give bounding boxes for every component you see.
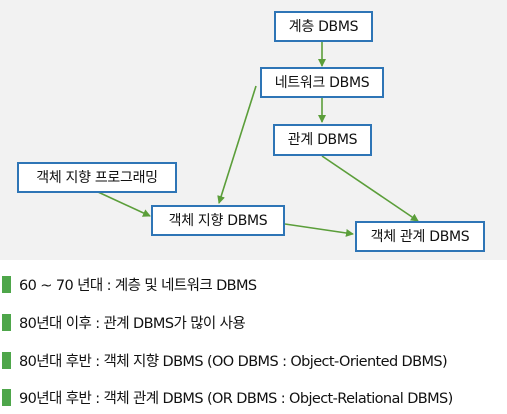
node-hierarchical-dbms: 계층 DBMS: [274, 11, 373, 42]
legend-item-late-90s: 90년대 후반 : 객체 관계 DBMS (OR DBMS : Object-R…: [0, 385, 453, 409]
legend-bullet: [2, 388, 11, 406]
legend-text: 80년대 후반 : 객체 지향 DBMS (OO DBMS : Object-O…: [19, 353, 448, 370]
legend-item-late-80s: 80년대 후반 : 객체 지향 DBMS (OO DBMS : Object-O…: [0, 348, 448, 372]
legend-text: 80년대 이후 : 관계 DBMS가 많이 사용: [19, 315, 246, 332]
arrow-relational-to-object-relational: [321, 155, 419, 222]
legend-text: 60 ~ 70 년대 : 계층 및 네트워크 DBMS: [19, 277, 257, 294]
node-object-oriented-dbms: 객체 지향 DBMS: [151, 205, 285, 236]
arrow-network-to-object-oriented: [217, 85, 257, 204]
node-object-relational-dbms: 객체 관계 DBMS: [355, 221, 485, 252]
legend-bullet: [2, 313, 11, 331]
legend-text: 90년대 후반 : 객체 관계 DBMS (OR DBMS : Object-R…: [19, 390, 453, 407]
legend-bullet: [2, 351, 11, 369]
legend-bullet: [2, 275, 11, 293]
arrow-oop-to-object-oriented: [97, 191, 151, 217]
node-object-oriented-programming: 객체 지향 프로그래밍: [17, 162, 177, 193]
arrow-object-oriented-to-object-relational: [284, 223, 354, 237]
node-relational-dbms: 관계 DBMS: [273, 124, 372, 156]
legend-item-80s: 80년대 이후 : 관계 DBMS가 많이 사용: [0, 310, 246, 334]
legend-item-60s-70s: 60 ~ 70 년대 : 계층 및 네트워크 DBMS: [0, 272, 257, 296]
diagram-area: 계층 DBMS 네트워크 DBMS 관계 DBMS 객체 지향 프로그래밍 객체…: [0, 0, 507, 260]
node-network-dbms: 네트워크 DBMS: [260, 67, 384, 98]
arrows-layer: [97, 42, 419, 237]
